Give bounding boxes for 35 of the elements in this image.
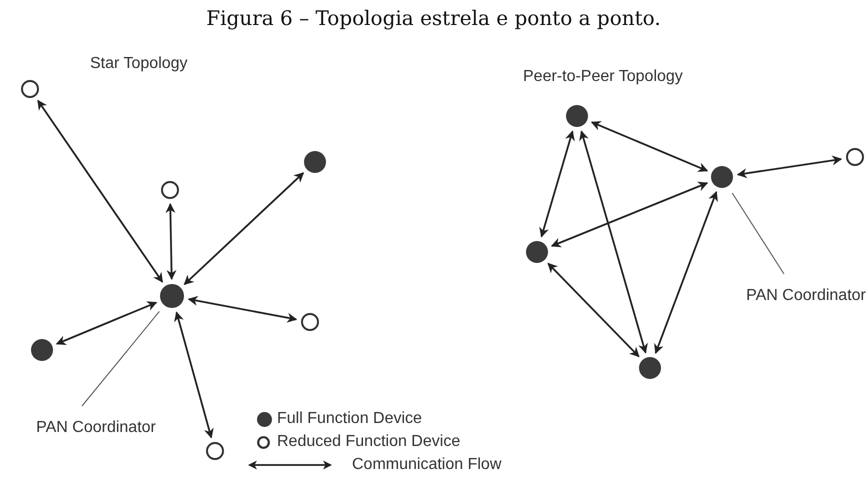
double-arrow	[539, 130, 575, 238]
full-device-node	[31, 339, 53, 361]
full-device-node	[566, 105, 588, 127]
reduced-device-node	[21, 80, 39, 98]
topology-title: Star Topology	[90, 55, 188, 73]
double-arrow	[165, 203, 176, 280]
double-arrow	[188, 296, 298, 323]
double-arrow	[654, 191, 718, 354]
double-arrow	[37, 100, 164, 283]
reduced-device-node	[206, 442, 224, 460]
topology-title: Peer-to-Peer Topology	[523, 68, 683, 86]
double-arrow	[56, 301, 158, 346]
full-device-node	[711, 166, 733, 188]
double-arrow	[579, 130, 648, 354]
double-arrow	[174, 311, 214, 438]
double-arrow	[590, 121, 708, 172]
double-arrow	[736, 155, 842, 178]
legend-text: Full Function Device	[277, 410, 422, 428]
reduced-device-node	[846, 148, 864, 166]
figure-title: Figura 6 – Topologia estrela e ponto a ponto.	[205, 6, 662, 30]
legend-text: Communication Flow	[352, 456, 502, 474]
node-label: PAN Coordinator	[746, 286, 866, 306]
leader-line	[732, 192, 784, 274]
reduced-device-node	[161, 181, 179, 199]
full-device-node	[526, 241, 548, 263]
full-device-node	[160, 284, 184, 308]
node-label: PAN Coordinator	[36, 418, 156, 438]
full-device-node	[304, 151, 326, 173]
double-arrow	[550, 182, 708, 248]
reduced-device-node	[301, 313, 319, 331]
leader-line	[82, 310, 160, 406]
legend-text: Reduced Function Device	[277, 433, 460, 451]
full-device-node	[639, 357, 661, 379]
double-arrow	[547, 262, 640, 358]
double-arrow	[184, 172, 304, 286]
